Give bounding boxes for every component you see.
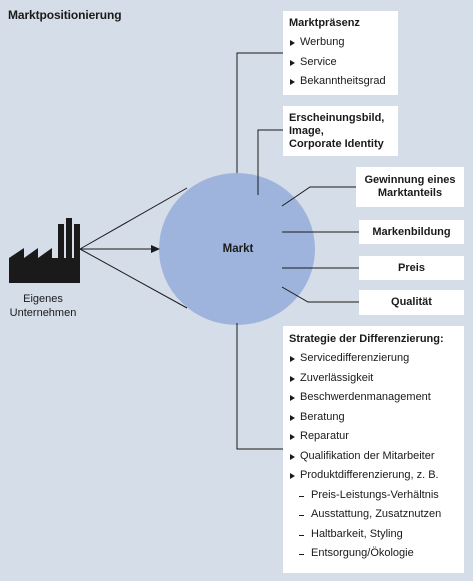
marktpraesenz-list: Werbung Service Bekanntheitsgrad — [289, 33, 392, 92]
sub-list-item: Entsorgung/Ökologie — [289, 544, 458, 564]
box-connectors — [236, 52, 359, 450]
marktanteil-line2: Marktanteils — [377, 187, 443, 199]
list-item: Produktdifferenzierung, z. B. — [289, 466, 458, 486]
marktanteil-box: Gewinnung eines Marktanteils — [356, 167, 464, 207]
preis-box: Preis — [359, 256, 464, 280]
markenbildung-label: Markenbildung — [372, 225, 451, 238]
list-item: Qualifikation der Mitarbeiter — [289, 447, 458, 467]
market-circle — [159, 173, 315, 325]
sub-list-item: Haltbarkeit, Styling — [289, 525, 458, 545]
factory-icon — [9, 218, 80, 283]
strategie-box: Strategie der Differenzierung: Servicedi… — [283, 326, 464, 573]
strategie-list: Servicedifferenzierung Zuverlässigkeit B… — [289, 349, 458, 564]
market-label: Markt — [222, 243, 254, 255]
list-item: Reparatur — [289, 427, 458, 447]
erscheinungsbild-box: Erscheinungsbild, Image, Corporate Ident… — [283, 106, 398, 156]
strategie-heading: Strategie der Differenzierung: — [289, 333, 444, 345]
list-item: Bekanntheitsgrad — [289, 72, 392, 92]
markenbildung-box: Markenbildung — [359, 220, 464, 244]
erscheinungsbild-line1: Erscheinungsbild, — [289, 112, 385, 124]
sub-list-item: Ausstattung, Zusatznutzen — [289, 505, 458, 525]
list-item: Service — [289, 53, 392, 73]
sub-list-item: Preis-Leistungs-Verhältnis — [289, 486, 458, 506]
arrow-to-market — [151, 245, 160, 253]
company-label-line1: Eigenes — [23, 293, 63, 305]
list-item: Zuverlässigkeit — [289, 369, 458, 389]
company-label-line2: Unternehmen — [9, 307, 77, 319]
list-item: Beratung — [289, 408, 458, 428]
qualitaet-label: Qualität — [391, 296, 432, 308]
list-item: Servicedifferenzierung — [289, 349, 458, 369]
preis-label: Preis — [398, 261, 425, 274]
marktpraesenz-box: Marktpräsenz Werbung Service Bekanntheit… — [283, 11, 398, 95]
marktpraesenz-heading: Marktpräsenz — [289, 17, 360, 29]
diagram-title: Marktpositionierung — [8, 8, 122, 22]
company-label: Eigenes Unternehmen — [3, 292, 83, 320]
factory-to-market-lines — [79, 187, 188, 309]
qualitaet-box: Qualität — [359, 290, 464, 315]
list-item: Werbung — [289, 33, 392, 53]
erscheinungsbild-line2: Image, — [289, 125, 324, 137]
marktanteil-line1: Gewinnung eines — [364, 174, 456, 186]
erscheinungsbild-line3: Corporate Identity — [289, 138, 384, 150]
list-item: Beschwerdenmanagement — [289, 388, 458, 408]
